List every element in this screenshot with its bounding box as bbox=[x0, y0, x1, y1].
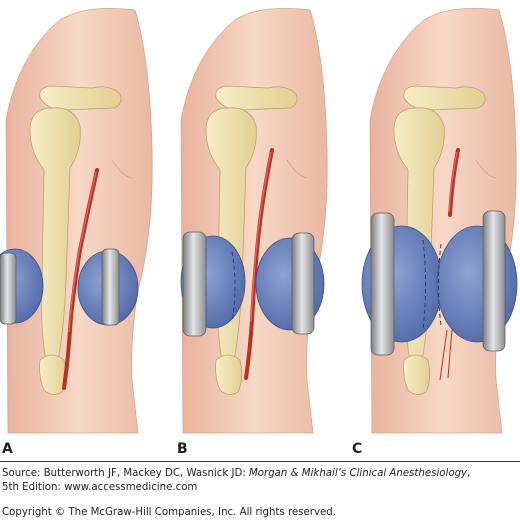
source-prefix: Source: Butterworth JF, Mackey DC, Wasni… bbox=[2, 468, 249, 479]
panel-b bbox=[180, 8, 328, 434]
clamp-plate-left bbox=[0, 252, 17, 325]
panel-label-b: B bbox=[177, 441, 188, 457]
skin-crease bbox=[475, 159, 497, 179]
source-title: Morgan & Mikhail’s Clinical Anesthesiolo… bbox=[249, 468, 468, 479]
source-edition: 5th Edition: www.accessmedicine.com bbox=[2, 482, 198, 493]
source-citation: Source: Butterworth JF, Mackey DC, Wasni… bbox=[2, 467, 518, 495]
clamp-plate-right bbox=[101, 248, 120, 326]
copyright-notice: Copyright © The McGraw-Hill Companies, I… bbox=[2, 507, 336, 518]
caption-divider bbox=[0, 461, 520, 462]
clamp-plate-right bbox=[482, 210, 506, 352]
skin-crease bbox=[286, 159, 308, 179]
limb-skin bbox=[5, 8, 153, 434]
compression-line bbox=[422, 239, 426, 331]
clamp-plate-left bbox=[370, 212, 395, 356]
artery-collapsed bbox=[439, 329, 453, 381]
panel-label-a: A bbox=[2, 441, 13, 457]
skin-crease bbox=[111, 159, 133, 179]
source-suffix: , bbox=[467, 468, 471, 479]
compression-line bbox=[231, 251, 236, 323]
clamp-plate-right bbox=[291, 232, 315, 335]
panel-label-c: C bbox=[352, 441, 363, 457]
artery bbox=[244, 148, 274, 380]
panel-a bbox=[0, 8, 153, 434]
compression-line bbox=[438, 243, 442, 327]
clamp-plate-left bbox=[182, 231, 207, 337]
panel-c bbox=[361, 8, 518, 434]
limb-skin bbox=[180, 8, 328, 434]
